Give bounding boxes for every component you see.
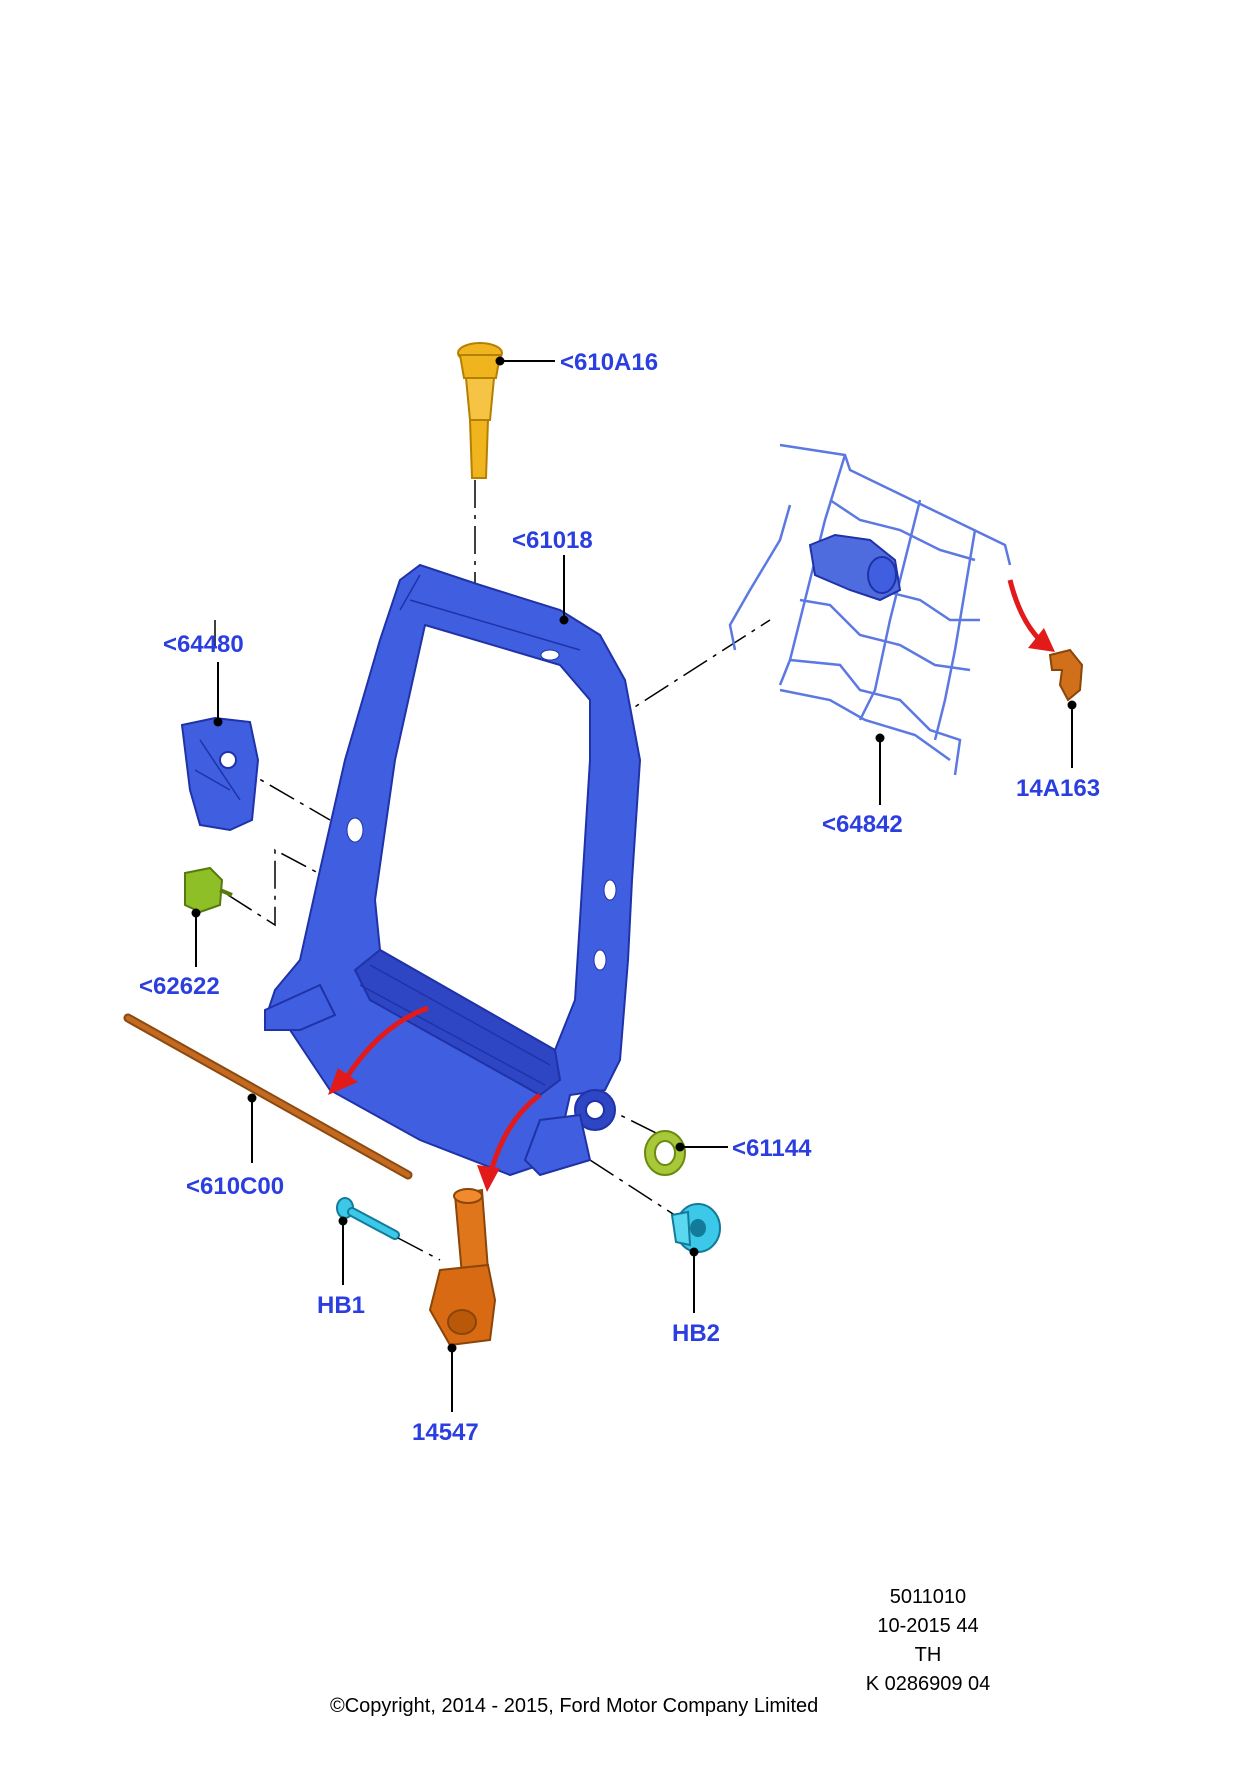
direction-arrows — [328, 579, 1055, 1192]
callout-610A16: <610A16 — [560, 349, 658, 376]
suspension-mat-64842 — [728, 443, 1012, 776]
cap-HB2 — [670, 1203, 721, 1253]
diagram-date: 10-2015 44 — [877, 1615, 979, 1637]
leader-lines — [191, 356, 1077, 1412]
callout-64842: <64842 — [822, 811, 903, 838]
bracket-64480 — [180, 716, 260, 832]
diagram-lang: TH — [914, 1644, 942, 1666]
pin-62622 — [184, 866, 233, 914]
callout-labels: <610A16 <61018 <64480 <64842 14A163 <626… — [139, 349, 1100, 1446]
diagram-code: 5011010 — [889, 1586, 967, 1608]
callout-14547: 14547 — [412, 1419, 479, 1446]
callout-61144: <61144 — [732, 1135, 812, 1162]
diagram-ref: K 0286909 04 — [865, 1673, 991, 1695]
copyright-notice: ©Copyright, 2014 - 2015, Ford Motor Comp… — [330, 1695, 819, 1717]
callout-14A163: 14A163 — [1016, 775, 1100, 802]
bolt-HB1 — [336, 1197, 441, 1261]
clip-14A163 — [1048, 648, 1084, 702]
bolt-610A16 — [457, 342, 503, 479]
callout-610C00: <610C00 — [186, 1173, 284, 1200]
rod-610C00 — [123, 1013, 413, 1180]
seat-back-frame — [263, 563, 642, 1177]
callout-61018: <61018 — [512, 527, 593, 554]
callout-HB1: HB1 — [317, 1292, 365, 1319]
callout-HB2: HB2 — [672, 1320, 720, 1347]
callout-64480: <64480 — [163, 631, 244, 658]
callout-62622: <62622 — [139, 973, 220, 1000]
diagram-reference-block: 5011010 10-2015 44 TH K 0286909 04 — [858, 1583, 998, 1699]
motor-14547 — [428, 1188, 497, 1347]
washer-61144 — [644, 1130, 686, 1176]
